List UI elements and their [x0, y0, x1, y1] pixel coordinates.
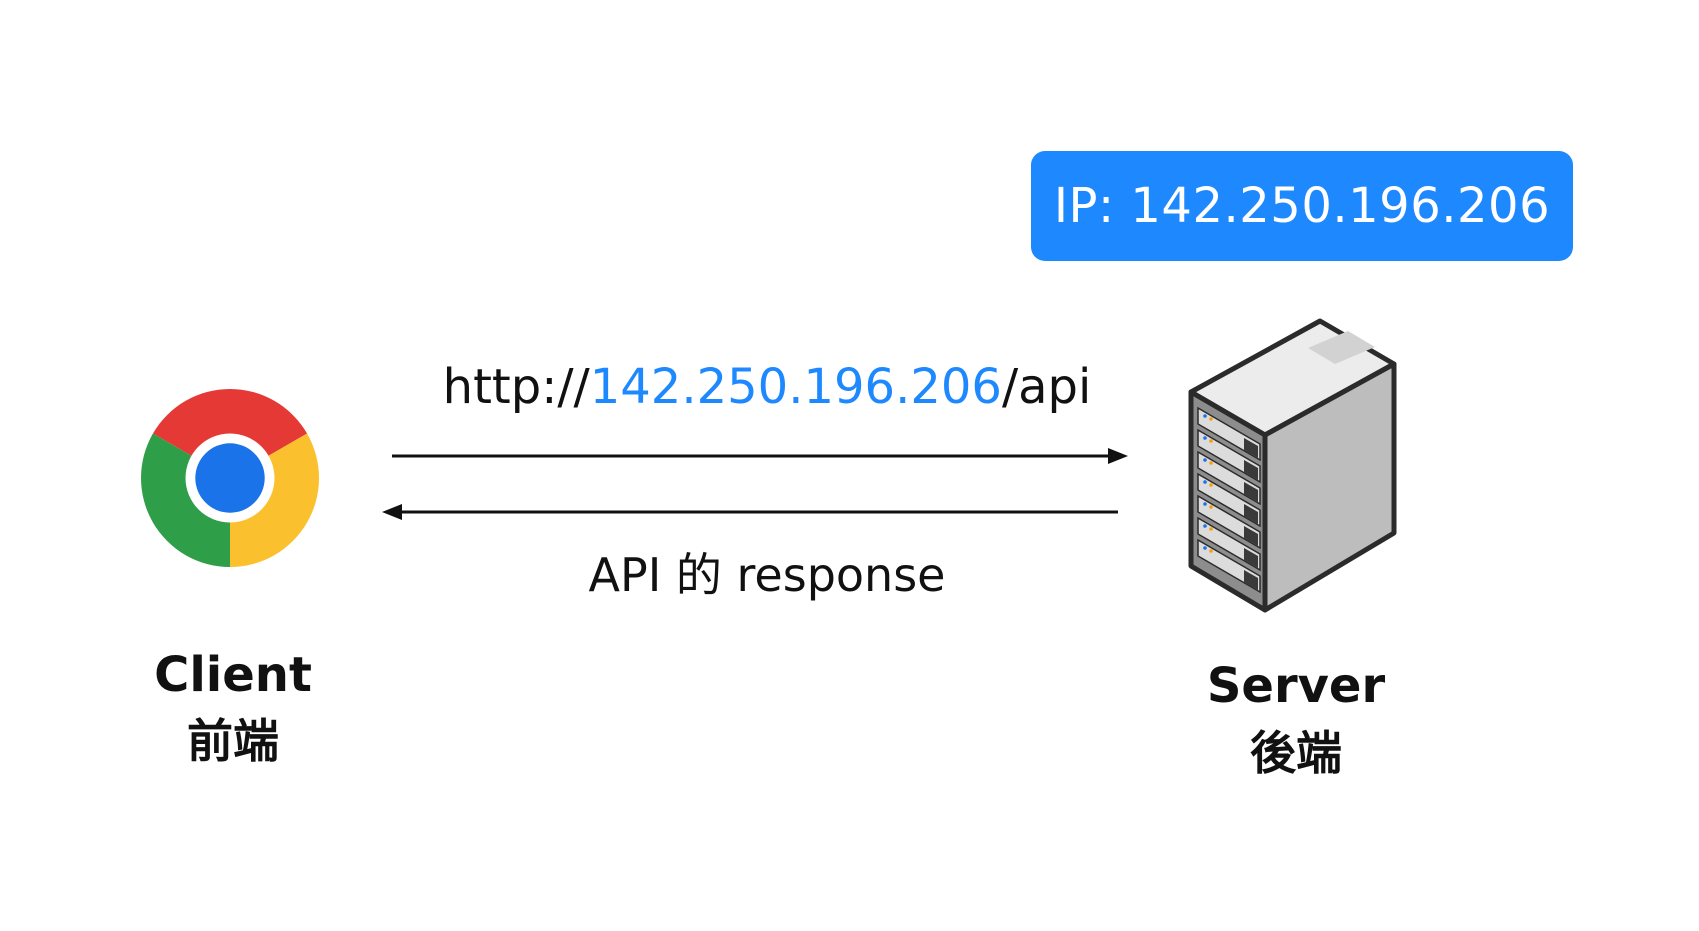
request-url-label: http://142.250.196.206/api: [392, 357, 1142, 417]
server-name: Server: [1206, 658, 1386, 714]
url-suffix: /api: [1001, 359, 1092, 415]
client-name: Client: [154, 647, 312, 703]
server-ip-text: IP: 142.250.196.206: [1053, 178, 1551, 234]
client-subtitle: 前端: [187, 714, 279, 768]
chrome-browser-icon: [141, 389, 319, 567]
server-subtitle: 後端: [1250, 726, 1342, 780]
request-arrow: [392, 448, 1128, 464]
response-arrow: [382, 504, 1118, 520]
url-ip: 142.250.196.206: [589, 359, 1002, 415]
request-response-arrows: [382, 448, 1128, 520]
server-drive-bays: [1197, 406, 1261, 594]
server-ip-badge: IP: 142.250.196.206: [1031, 151, 1573, 261]
server-rack-icon: [1188, 318, 1397, 613]
response-label: API 的 response: [588, 548, 946, 602]
url-prefix: http://: [442, 359, 590, 415]
